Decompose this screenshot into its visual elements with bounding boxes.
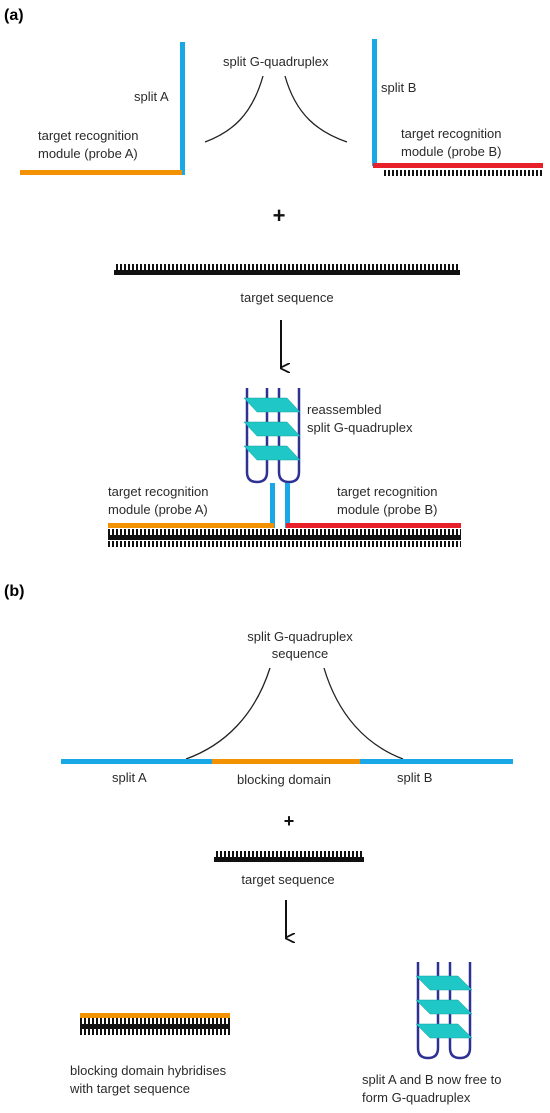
split-a-label: split A [134,89,169,104]
probe-b-label-line2: module (probe B) [401,144,501,159]
split-g-quadruplex-seq-line2: sequence [272,646,328,661]
probe-a-strand [20,170,182,175]
reassembled-g-quadruplex-icon [243,388,301,484]
panel-a-label: (a) [4,7,24,24]
reassembled-label-line2: split G-quadruplex [307,420,413,435]
free-label-line1: split A and B now free to [362,1072,501,1087]
hybrid-bases-bottom [80,1029,230,1035]
bottom-probe-b-label-line1: target recognition [337,484,437,499]
bottom-target-bases [108,541,461,547]
split-a-strand [180,42,185,175]
split-g-quadruplex-label: split G-quadruplex [223,54,329,69]
blocking-domain-label: blocking domain [237,772,331,787]
hybridises-label-line2: with target sequence [69,1081,190,1096]
split-a-label-b: split A [112,770,147,785]
free-g-quadruplex-icon [415,962,473,1060]
split-b-label: split B [381,80,416,95]
split-a-strand-b [61,759,214,764]
free-label-line2: form G-quadruplex [362,1090,471,1105]
split-b-label-b: split B [397,770,432,785]
split-curve-left [204,75,264,143]
split-b-strand-b [360,759,513,764]
target-sequence-backbone-b [214,857,364,862]
panel-b-label: (b) [4,583,24,600]
bottom-target-backbone [108,535,461,540]
bottom-probe-b-label-line2: module (probe B) [337,502,437,517]
target-sequence-label: target sequence [240,290,333,305]
bottom-probe-a-strand [108,523,274,528]
bottom-probe-b-strand [286,523,461,528]
blocking-domain-strand [212,759,362,764]
probe-b-strand [373,163,543,168]
split-curve-b-left [185,667,271,760]
hybrid-blocking-strand [80,1013,230,1018]
target-sequence-bases [114,264,460,270]
bottom-probe-bases [108,529,461,535]
probe-a-label-line1: target recognition [38,128,138,143]
reassembled-label-line1: reassembled [307,402,381,417]
split-curve-right [284,75,348,143]
bottom-split-a-stem [270,483,275,528]
bottom-split-b-stem [285,483,290,528]
probe-b-label-line1: target recognition [401,126,501,141]
hybrid-target-backbone [80,1024,230,1029]
probe-b-bases [383,170,543,176]
target-sequence-label-b: target sequence [241,872,334,887]
target-sequence-backbone [114,270,460,275]
bottom-probe-a-label-line2: module (probe A) [108,502,208,517]
bottom-probe-a-label-line1: target recognition [108,484,208,499]
plus-sign-b: + [284,811,295,831]
split-g-quadruplex-seq-line1: split G-quadruplex [247,629,353,644]
probe-a-label-line2: module (probe A) [38,146,138,161]
split-curve-b-right [323,667,404,760]
plus-sign-a: + [273,203,286,228]
hybridises-label-line1: blocking domain hybridises [70,1063,227,1078]
target-sequence-bases-b [214,851,364,857]
split-b-strand [372,39,377,166]
hybrid-bases-top [80,1018,230,1024]
